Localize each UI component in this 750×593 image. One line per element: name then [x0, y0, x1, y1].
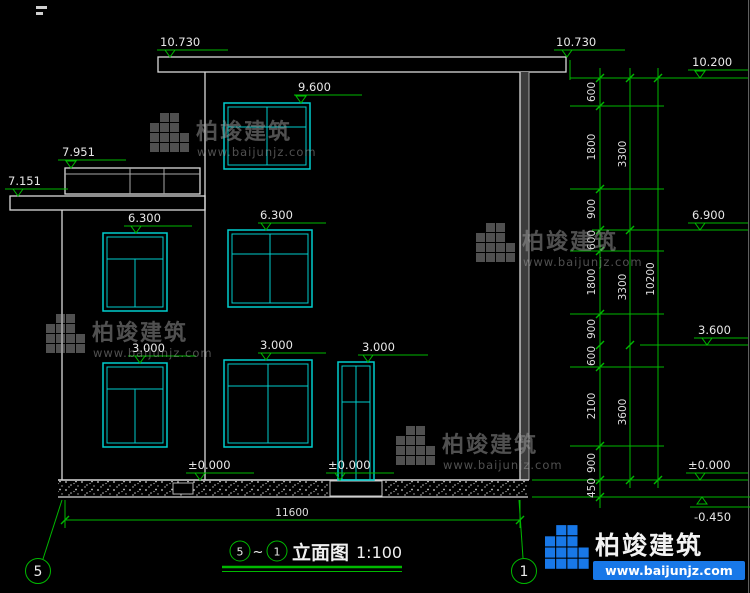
elevation-footing-value: -0.450: [694, 510, 731, 524]
drawing-title: 5 ~ 1 立面图 1:100: [222, 540, 402, 572]
window-1f-left: [102, 362, 168, 448]
elevation-ground-right-value: ±0.000: [688, 458, 731, 472]
watermark-1: 柏竣建筑 www.baijunjz.com: [150, 113, 317, 159]
entry-step: [329, 480, 383, 497]
grid-bubbles: 5 1: [25, 499, 537, 584]
marker-roof-right: 10.730: [554, 35, 625, 58]
dim-right-inner-7: 2100: [586, 393, 598, 420]
watermark-brand: 柏竣建筑: [196, 119, 292, 145]
watermark-3: 柏竣建筑 www.baijunjz.com: [476, 223, 643, 269]
grid-bubble-left-label: 5: [34, 564, 43, 580]
watermark-brand: 柏竣建筑: [92, 320, 188, 346]
marker-floor2-right: 6.900: [688, 208, 748, 231]
marker-canopy-slab: 7.151: [5, 174, 68, 197]
elevation-parapet-right-value: 10.200: [692, 55, 732, 69]
watermark-4: 柏竣建筑 www.baijunjz.com: [396, 426, 563, 472]
dim-right-inner-2: 900: [586, 199, 598, 219]
dim-bottom-total: 11600: [275, 507, 308, 519]
elevation-ground-mid-value: ±0.000: [328, 458, 371, 472]
marker-ground-mid: ±0.000: [326, 458, 394, 481]
dim-right-inner-9: 450: [586, 478, 598, 498]
title-bubble-left: 5: [237, 546, 244, 559]
elevation-win2-left-value: 6.300: [128, 211, 161, 225]
watermark-brand: 柏竣建筑: [442, 432, 538, 458]
elevation-floor1-right-value: 3.600: [698, 323, 731, 337]
window-1f-mid: [223, 359, 313, 448]
elevation-win2-mid-value: 6.300: [260, 208, 293, 222]
watermark-url: www.baijunjz.com: [443, 458, 563, 472]
dim-right-inner-1: 1800: [586, 134, 598, 161]
footer-brand-name: 柏竣建筑: [595, 531, 703, 560]
marker-door-top: 3.000: [358, 340, 428, 363]
canopy-slab: [9, 195, 206, 211]
dim-right-outer: 10200: [645, 262, 657, 295]
dim-right-inner-4: 1800: [586, 269, 598, 296]
marker-win2-mid: 6.300: [258, 208, 326, 231]
marker-parapet-right: 10.200: [688, 55, 748, 79]
foundation-vent: [172, 482, 194, 495]
footing-hatch: [58, 481, 528, 496]
grid-bubble-right-label: 1: [520, 564, 529, 580]
elevation-roof-right-value: 10.730: [556, 35, 596, 49]
watermark-url: www.baijunjz.com: [197, 145, 317, 159]
marker-footing: -0.450: [690, 496, 750, 524]
bottom-dimension: 11600: [60, 500, 525, 528]
elevation-win1-mid-value: 3.000: [260, 338, 293, 352]
window-3f-mid: [223, 102, 311, 170]
elevation-win3-top-value: 9.600: [298, 80, 331, 94]
marker-ground-right: ±0.000: [686, 458, 748, 481]
window-2f-mid: [227, 229, 313, 308]
elevation-railing-top-value: 7.951: [62, 145, 95, 159]
right-wall-shade: [520, 72, 529, 480]
dim-right-inner-6: 600: [586, 346, 598, 366]
window-2f-left: [102, 232, 168, 312]
elevation-floor2-right-value: 6.900: [692, 208, 725, 222]
marker-win1-mid: 3.000: [258, 338, 326, 361]
elevation-canopy-slab-value: 7.151: [8, 174, 41, 188]
dim-right-inner-5: 900: [586, 319, 598, 339]
watermark-2: 柏竣建筑 www.baijunjz.com: [46, 314, 213, 360]
dim-right-mid-2: 3600: [617, 399, 629, 426]
balcony-railing: [64, 167, 201, 195]
entry-door: [337, 361, 375, 481]
marker-floor1-right: 3.600: [694, 323, 748, 346]
building-outline: [9, 56, 567, 498]
dim-right-mid-1: 3300: [617, 274, 629, 301]
elevation-door-top-value: 3.000: [362, 340, 395, 354]
dim-right-inner-3: 600: [586, 230, 598, 250]
frame-corner-mark: [36, 6, 47, 15]
footer-url: www.baijunjz.com: [605, 563, 733, 578]
marker-win3-top: 9.600: [294, 80, 362, 104]
elevation-ground-left-value: ±0.000: [188, 458, 231, 472]
watermark-url: www.baijunjz.com: [523, 255, 643, 269]
title-name: 立面图: [292, 541, 349, 564]
watermark-url: www.baijunjz.com: [93, 346, 213, 360]
title-bubble-right: 1: [274, 546, 281, 559]
marker-win2-left: 6.300: [124, 211, 192, 234]
dim-right-mid-0: 3300: [617, 141, 629, 168]
watermark-brand: 柏竣建筑: [522, 229, 618, 255]
right-dimension-chains: 600 1800 900 600 1800 900 600 2100 900 4…: [532, 60, 750, 508]
roof-slab: [157, 56, 567, 73]
title-scale: 1:100: [356, 543, 402, 562]
footer-url-bar: [593, 561, 745, 580]
marker-win1-left: 3.000: [128, 341, 196, 364]
elevation-win1-left-value: 3.000: [132, 341, 165, 355]
title-separator: ~: [253, 545, 264, 560]
windows: [102, 102, 375, 481]
dim-right-inner-0: 600: [586, 82, 598, 102]
elevation-roof-left-value: 10.730: [160, 35, 200, 49]
marker-ground-left: ±0.000: [186, 458, 254, 481]
footer-brand-block: 柏竣建筑 www.baijunjz.com: [545, 525, 745, 580]
marker-roof-left: 10.730: [157, 35, 228, 58]
marker-railing-top: 7.951: [58, 145, 126, 169]
elevation-markers: 10.730 10.730 10.200 9.600 7.951 7.151 6…: [5, 35, 750, 524]
dim-right-inner-8: 900: [586, 453, 598, 473]
